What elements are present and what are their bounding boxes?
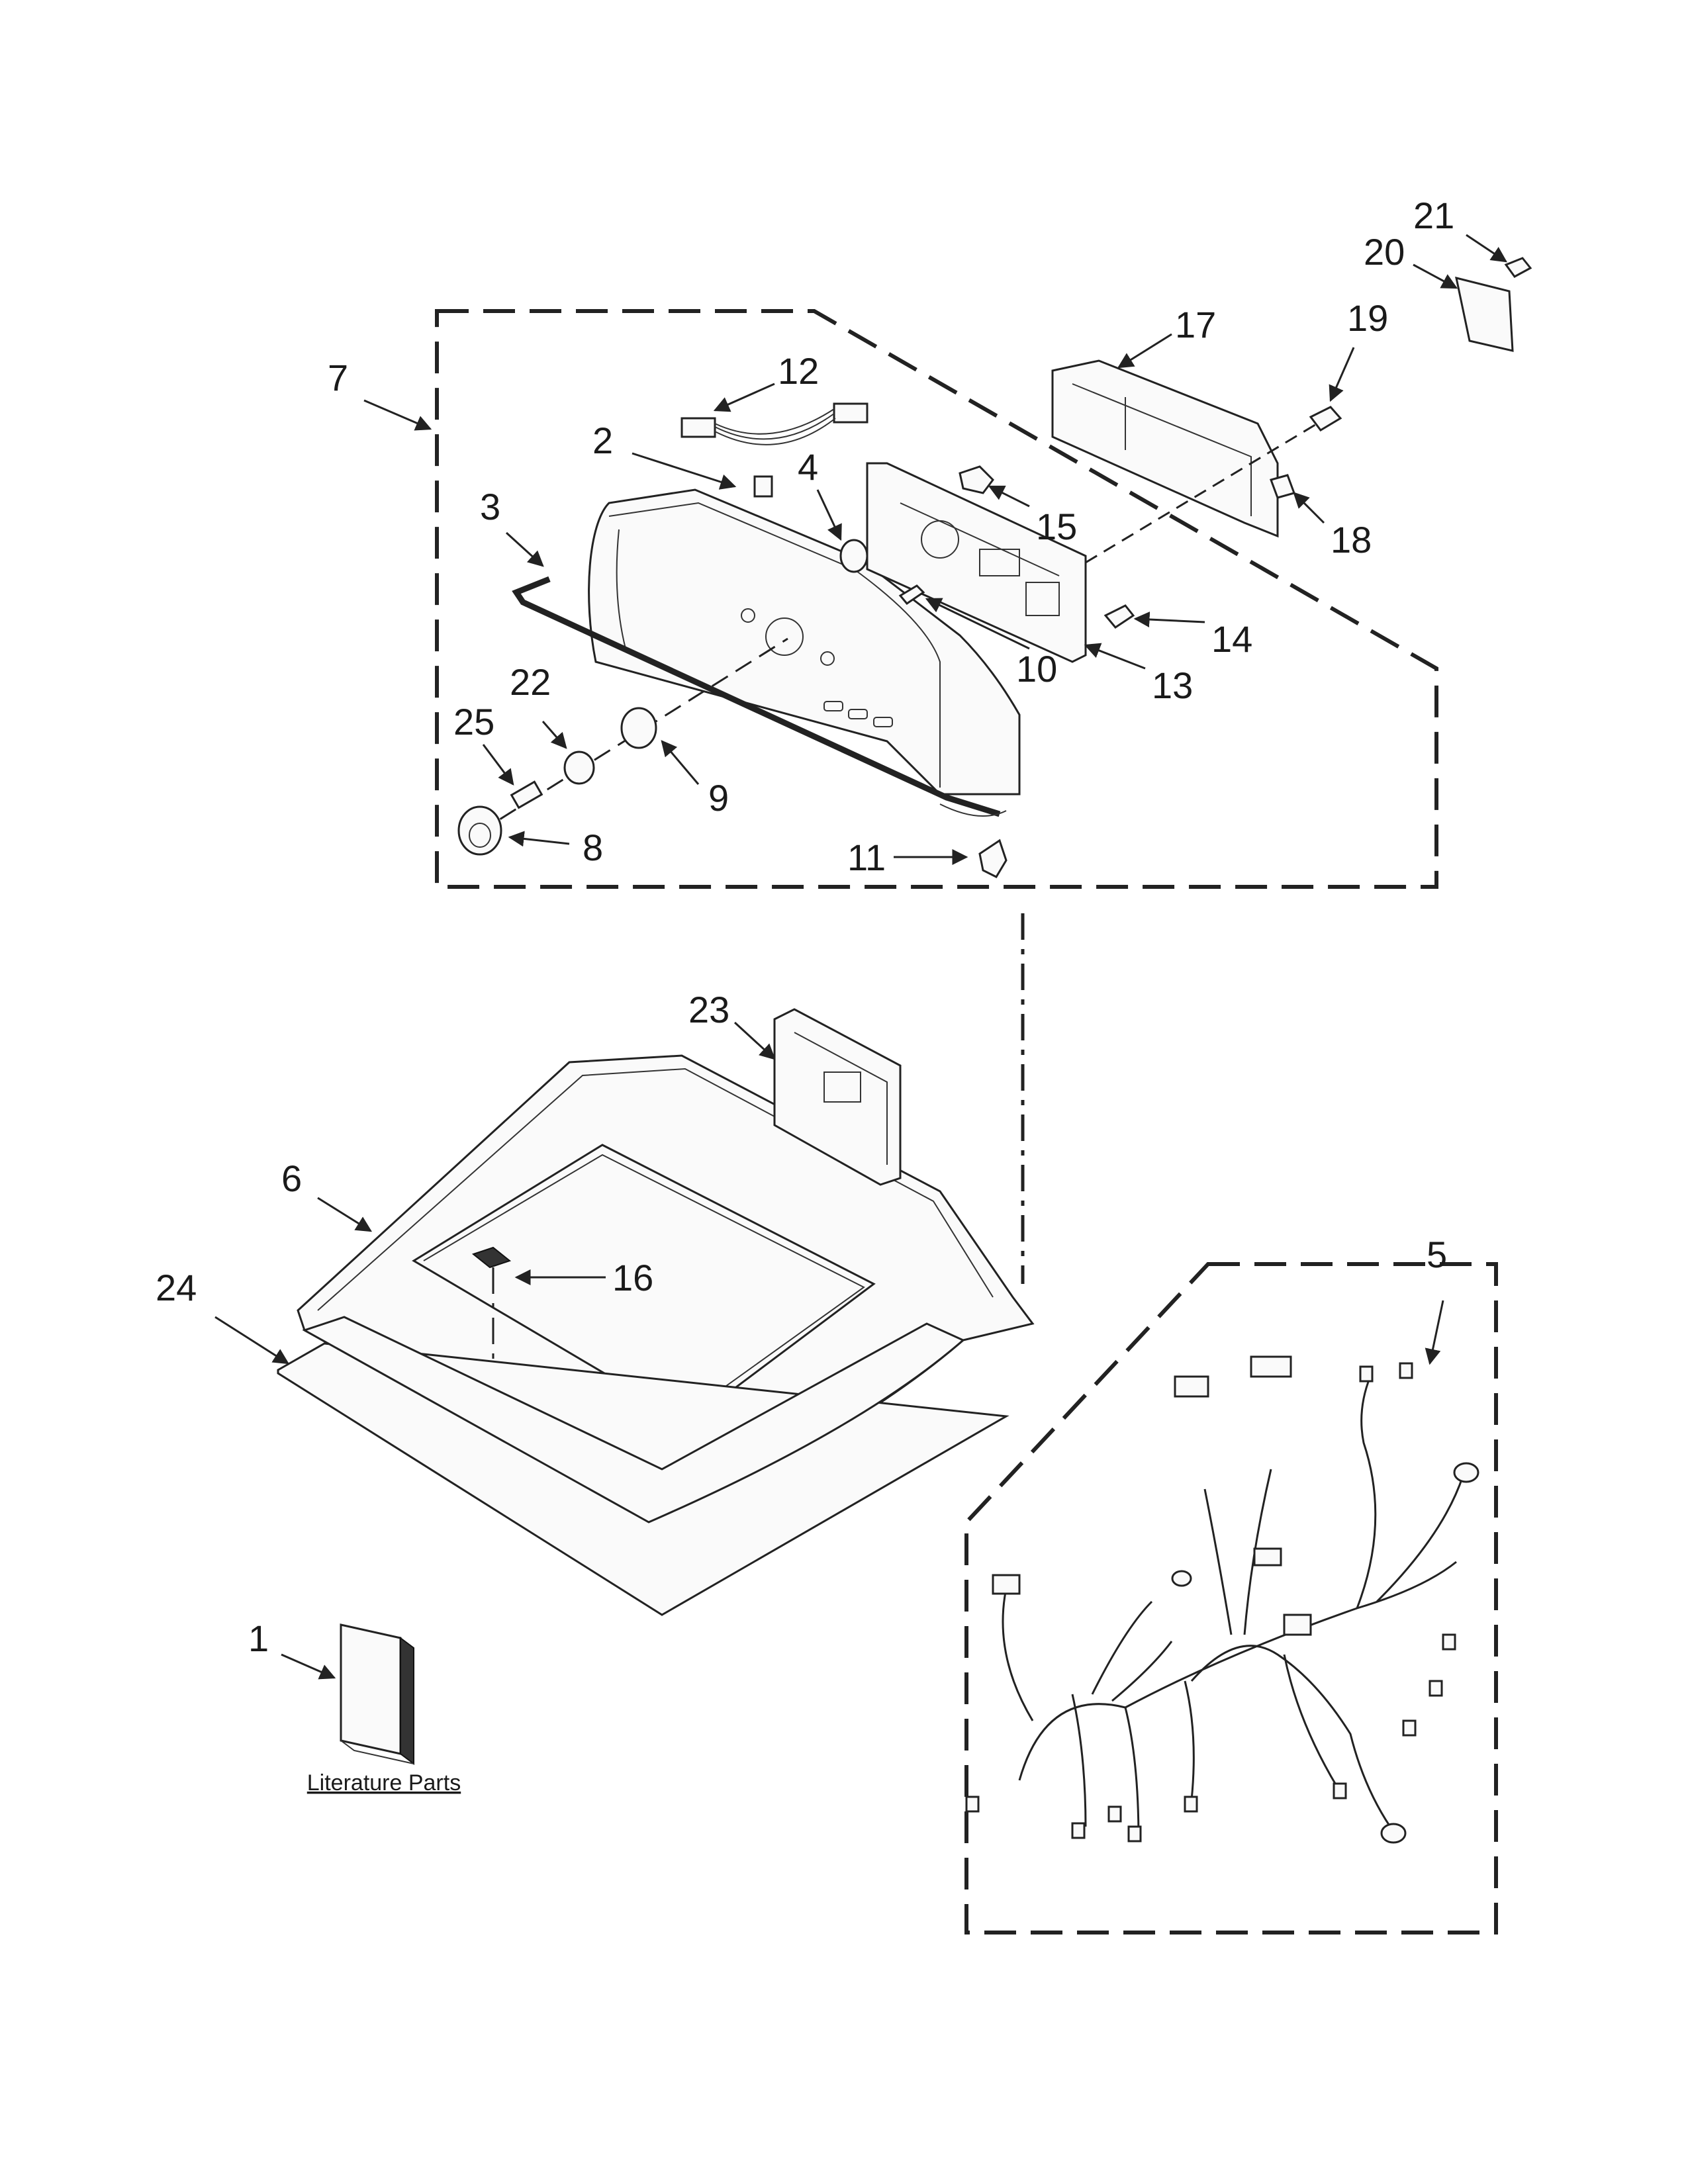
- literature-parts-label: Literature Parts: [307, 1770, 461, 1796]
- callout-3: 3: [480, 486, 500, 527]
- callout-21: 21: [1413, 195, 1454, 236]
- callout-19: 19: [1347, 297, 1388, 339]
- callout-13: 13: [1152, 664, 1193, 706]
- callout-15: 15: [1036, 506, 1077, 547]
- callout-2: 2: [592, 420, 613, 461]
- electronic-module-part: [773, 1008, 902, 1186]
- callout-24: 24: [156, 1267, 197, 1308]
- screw-part: [1504, 257, 1532, 278]
- connector-part: [959, 465, 994, 494]
- screw-part: [1103, 604, 1135, 629]
- callout-14: 14: [1211, 618, 1252, 660]
- screw-part: [898, 584, 925, 606]
- ring-part: [839, 539, 868, 573]
- shaft-part: [510, 780, 543, 809]
- callout-8: 8: [583, 827, 603, 868]
- knob-insert-part: [563, 751, 595, 785]
- callout-22: 22: [510, 661, 551, 703]
- console-wire-harness-part: [680, 402, 868, 445]
- clip-part: [753, 475, 773, 498]
- callout-12: 12: [778, 350, 819, 392]
- callout-25: 25: [453, 701, 494, 743]
- console-gasket-part: [512, 576, 1001, 817]
- callout-1: 1: [248, 1617, 269, 1659]
- screw-part: [1309, 406, 1342, 432]
- cover-part: [1455, 276, 1514, 352]
- callout-23: 23: [688, 989, 729, 1030]
- literature-part: [340, 1623, 414, 1765]
- callout-17: 17: [1175, 304, 1216, 345]
- callout-7: 7: [328, 357, 348, 398]
- console-bracket-part: [1051, 359, 1279, 538]
- callout-10: 10: [1016, 648, 1057, 690]
- callout-6: 6: [281, 1158, 302, 1199]
- knob-part: [457, 805, 502, 856]
- wire-harness-boundary: [964, 1262, 1498, 1934]
- callout-11: 11: [847, 837, 886, 878]
- callout-18: 18: [1331, 519, 1372, 561]
- bezel-part: [620, 707, 657, 749]
- callout-5: 5: [1427, 1234, 1447, 1275]
- callout-16: 16: [612, 1257, 653, 1298]
- main-wire-harness-part: [965, 1355, 1479, 1844]
- callout-4: 4: [798, 446, 818, 488]
- callout-20: 20: [1364, 231, 1405, 273]
- leader-arrows: [214, 234, 1507, 1680]
- clip-part: [978, 839, 1008, 878]
- callout-9: 9: [708, 777, 729, 819]
